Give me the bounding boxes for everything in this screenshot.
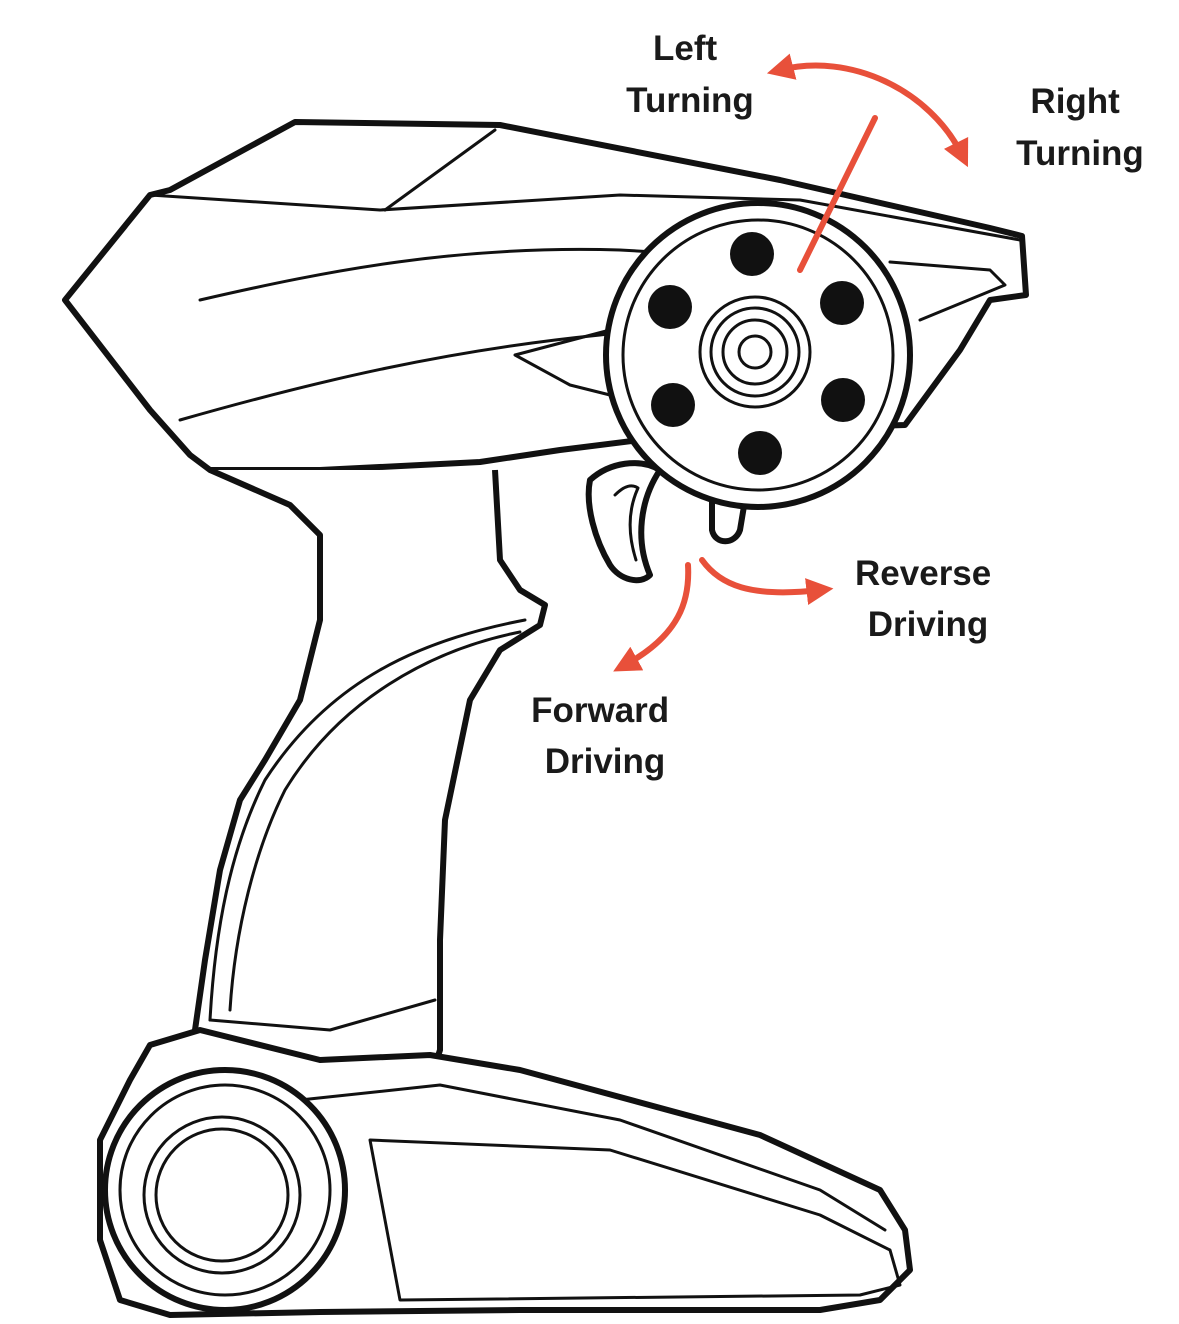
steering-hole xyxy=(738,431,782,475)
labels: Left Turning Right Turning Reverse Drivi… xyxy=(531,29,1144,781)
forward-driving-arrow xyxy=(613,562,692,672)
housing-contour xyxy=(198,247,762,302)
left-turning-line-1: Left xyxy=(653,29,718,68)
reverse-driving-line-2: Driving xyxy=(868,605,989,644)
front-nose xyxy=(888,260,1007,322)
base-top-line xyxy=(298,1083,887,1232)
reverse-driving-label: Reverse Driving xyxy=(855,554,1001,644)
steering-hub-4 xyxy=(737,334,773,370)
steering-hole xyxy=(651,383,695,427)
grip-bottom-band xyxy=(208,998,437,1032)
steering-hole xyxy=(821,378,865,422)
direction-arrows xyxy=(613,53,969,672)
grip xyxy=(192,467,548,1088)
steering-wheel-holes xyxy=(648,232,865,475)
top-housing-ridge xyxy=(148,193,1022,242)
throttle-trigger xyxy=(585,460,663,584)
reverse-driving-line-1: Reverse xyxy=(855,554,991,593)
bottom-wheel-center xyxy=(154,1127,290,1263)
steering-hub-1 xyxy=(698,295,812,409)
steering-wheel-outer xyxy=(603,200,913,510)
grip-contour xyxy=(208,618,527,1022)
left-turning-label: Left Turning xyxy=(626,29,754,120)
steering-hub-2 xyxy=(709,306,801,398)
base-side-panel xyxy=(368,1138,902,1302)
bottom-wheel-inner xyxy=(142,1115,302,1275)
steering-hole xyxy=(648,285,692,329)
housing-contour-lower xyxy=(178,328,642,422)
right-turning-line-1: Right xyxy=(1030,82,1120,121)
grip-contour-inner xyxy=(228,630,522,1012)
top-housing-step xyxy=(383,128,497,212)
forward-driving-line-2: Driving xyxy=(545,742,666,781)
forward-driving-line-1: Forward xyxy=(531,691,669,730)
throttle-trigger-groove xyxy=(613,484,640,562)
left-turning-line-2: Turning xyxy=(626,81,754,120)
reverse-driving-arrow xyxy=(699,557,834,605)
steering-hole xyxy=(820,281,864,325)
right-turning-line-2: Turning xyxy=(1016,134,1144,173)
steering-wheel-rim xyxy=(621,218,895,492)
turning-arrow xyxy=(766,53,969,168)
bottom-wheel-mid xyxy=(118,1083,332,1297)
forward-driving-label: Forward Driving xyxy=(531,691,679,781)
steering-hole xyxy=(730,232,774,276)
transmitter-body xyxy=(62,119,1029,1318)
right-turning-label: Right Turning xyxy=(1016,82,1144,173)
steering-hub-3 xyxy=(721,318,789,386)
wheel-tab xyxy=(709,497,748,545)
